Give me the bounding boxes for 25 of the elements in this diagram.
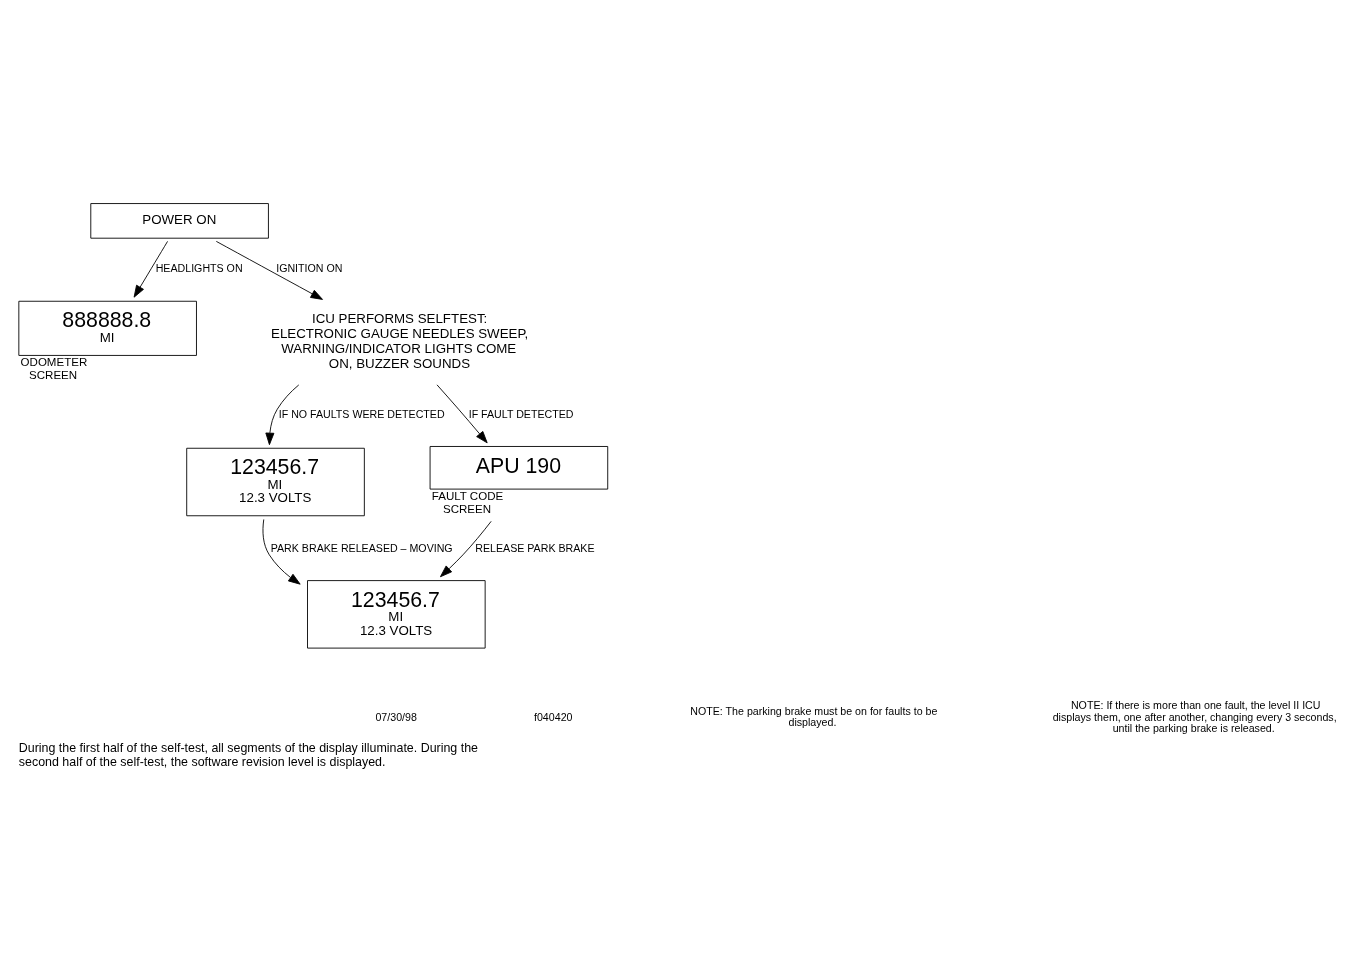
label: NOTE: If there is more than one fault, the level II ICU displays them, one after another, changing every 3 seconds, until the parking brake is released. xyxy=(1052,699,1337,735)
node-label: ODOMETER SCREEN xyxy=(20,356,88,381)
node-box: 888888.8 MI xyxy=(18,300,197,356)
edge-label: HEADLIGHTS ON xyxy=(155,262,243,275)
arrow xyxy=(265,384,300,446)
caption: During the first half of the self-test, all segments of the display illuminate. During the second half of the self-test, the software revision level is displayed. xyxy=(18,741,478,769)
arrow xyxy=(440,520,492,578)
node-box: POWER ON xyxy=(90,203,269,239)
node-box: 123456.7 MI 12.3 VOLTS xyxy=(307,580,486,649)
node-box: 123456.7 MI 12.3 VOLTS xyxy=(186,447,365,517)
arrow xyxy=(133,240,168,298)
edge-label: IF FAULT DETECTED xyxy=(468,407,574,420)
node-box: APU 190 xyxy=(429,446,609,490)
node-text: ICU PERFORMS SELFTEST: ELECTRONIC GAUGE NEEDLES SWEEP, WARNING/INDICATOR LIGHTS COME ON, BUZZER SOUNDS xyxy=(271,310,529,371)
edge-label: RELEASE PARK BRAKE xyxy=(475,541,595,554)
label: NOTE: The parking brake must be on for faults to be displayed. xyxy=(690,704,938,729)
edge-label: IGNITION ON xyxy=(276,262,343,275)
label: f040420 xyxy=(534,710,573,723)
edge-label: PARK BRAKE RELEASED – MOVING xyxy=(270,541,453,554)
node-label: FAULT CODE SCREEN xyxy=(431,490,504,515)
arrow xyxy=(436,384,488,444)
label: 07/30/98 xyxy=(375,710,417,723)
arrow xyxy=(262,519,301,585)
edge-label: IF NO FAULTS WERE DETECTED xyxy=(278,407,445,420)
arrow xyxy=(215,240,323,300)
